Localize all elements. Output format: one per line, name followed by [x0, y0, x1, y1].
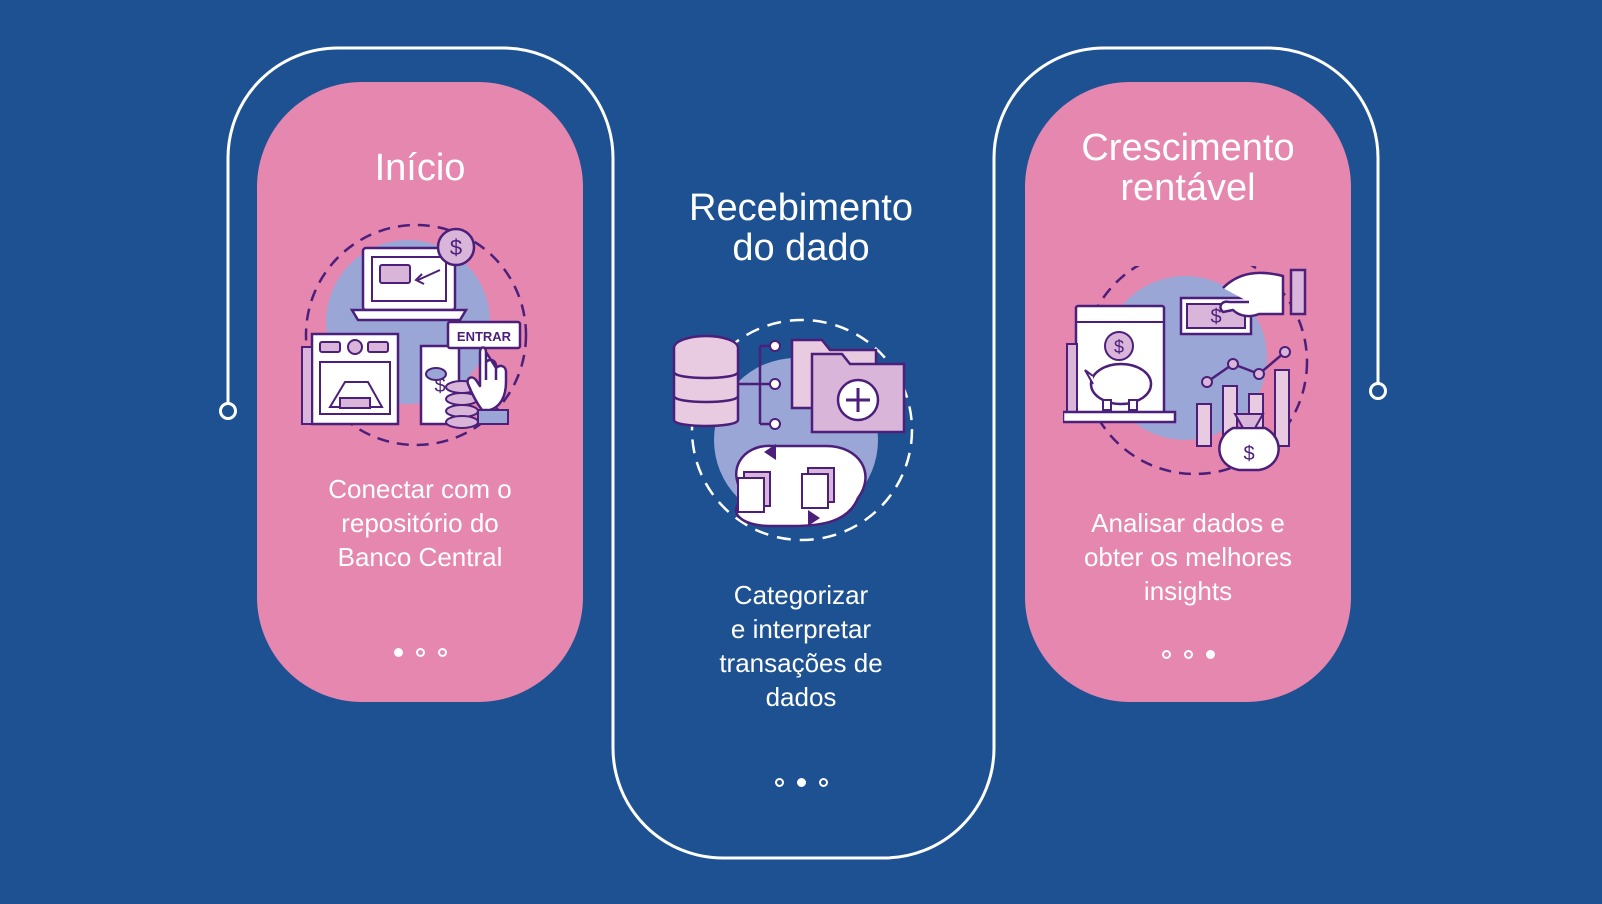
pager-dot — [1183, 650, 1193, 659]
pager-dot — [774, 778, 784, 787]
pager-dot — [818, 778, 828, 787]
pager-dots — [1025, 650, 1351, 659]
pager-dot — [1161, 650, 1171, 659]
pager-dots — [257, 648, 583, 657]
svg-text:$: $ — [434, 375, 445, 397]
pager-dot-active — [1205, 650, 1215, 659]
step-card-growth: Crescimento rentável $ $ — [1025, 82, 1351, 702]
pager-dot — [437, 648, 447, 657]
pager-dot-active — [393, 648, 403, 657]
step-title: Início — [374, 147, 466, 189]
pager-dots — [612, 778, 990, 787]
step-description: Conectar com o repositório do Banco Cent… — [328, 474, 512, 572]
step-card-start: Início $ $ — [257, 82, 583, 702]
step-description: Analisar dados e obter os melhores insig… — [1083, 508, 1293, 606]
pager-dot — [415, 648, 425, 657]
profit-growth-icon: $ $ $ — [1063, 266, 1309, 476]
step-title: Crescimento rentável — [1081, 127, 1295, 209]
svg-text:$: $ — [450, 235, 462, 260]
svg-text:$: $ — [1114, 337, 1124, 357]
svg-text:$: $ — [1243, 443, 1254, 465]
bank-login-icon: $ $ ENTRAR — [301, 223, 528, 447]
connector-end-node — [1369, 382, 1387, 400]
connector-start-node — [219, 402, 237, 420]
entrar-button-label: ENTRAR — [457, 329, 512, 344]
step-description: Categorizar e interpretar transações de … — [719, 580, 883, 712]
pager-dot-active — [796, 778, 806, 787]
step-title: Recebimento do dado — [689, 187, 913, 269]
database-folder-icon — [672, 318, 914, 542]
svg-text:$: $ — [1210, 306, 1221, 328]
